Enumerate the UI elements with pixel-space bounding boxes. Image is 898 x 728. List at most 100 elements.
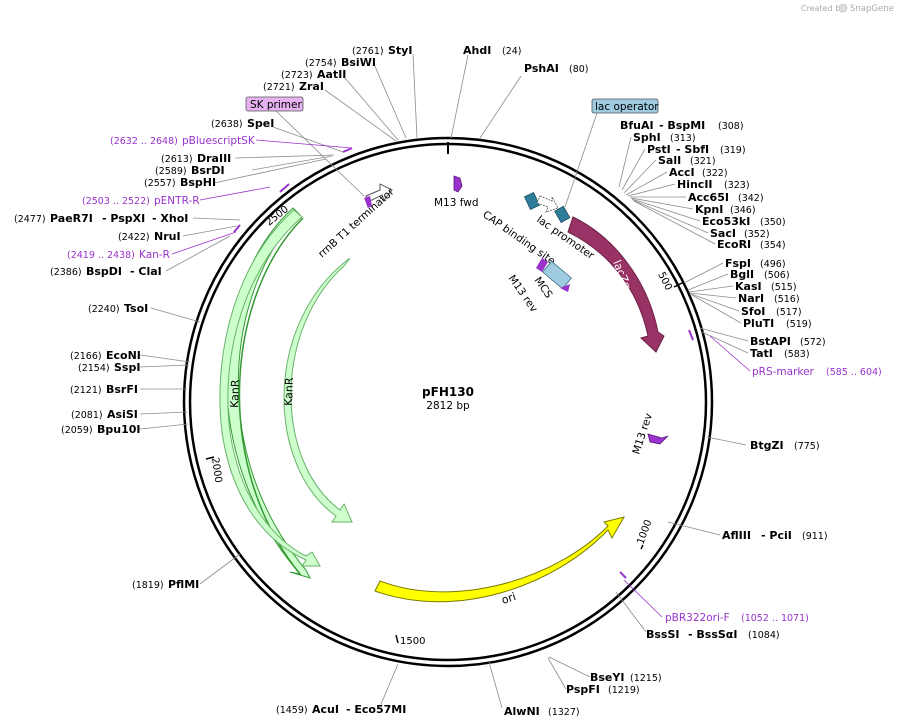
site-sali[interactable]: SalI(321): [658, 154, 716, 167]
site-kasi[interactable]: KasI(515): [735, 280, 797, 293]
svg-text:(80): (80): [569, 64, 589, 75]
svg-text:BspDI: BspDI: [86, 265, 122, 278]
site-nari[interactable]: NarI(516): [738, 292, 800, 305]
primer-pbluescriptsk[interactable]: (2632 .. 2648)pBluescriptSK: [110, 135, 256, 147]
site-hincii[interactable]: HincII (323): [677, 178, 750, 191]
site-afliii[interactable]: AflIII- PciI(911): [722, 529, 828, 542]
site-styi[interactable]: (2761)StyI: [352, 44, 412, 57]
site-asisi[interactable]: (2081)AsiSI: [71, 408, 138, 421]
site-pshai[interactable]: PshAI (80): [524, 62, 589, 75]
site-tati[interactable]: TatI(583): [750, 347, 810, 360]
primer-pentr-r[interactable]: (2503 .. 2522)pENTR-R: [82, 195, 200, 207]
svg-text:(350): (350): [760, 217, 786, 228]
site-bsrfi[interactable]: (2121) BsrFI: [70, 383, 138, 396]
site-bsrdi[interactable]: (2589)BsrDI: [155, 164, 225, 177]
site-paer7i[interactable]: (2477)PaeR7I- PspXI- XhoI: [14, 212, 188, 225]
svg-text:Kan-R: Kan-R: [139, 249, 170, 261]
svg-text:HincII: HincII: [677, 178, 713, 191]
kanr-body-arrow[interactable]: [219, 209, 321, 567]
site-eco53ki[interactable]: Eco53kI(350): [702, 215, 786, 228]
primer-pbr322ori-f[interactable]: pBR322ori-F(1052 .. 1071): [665, 612, 809, 624]
ori-arrow[interactable]: [374, 516, 626, 603]
site-bgli[interactable]: BglI(506): [730, 268, 790, 281]
site-acc65i[interactable]: Acc65I(342): [688, 191, 764, 204]
site-bsssi[interactable]: BssSI- BssSαI(1084): [646, 628, 780, 641]
site-acci[interactable]: AccI(322): [669, 166, 728, 179]
site-kpni[interactable]: KpnI(346): [695, 203, 756, 216]
site-zrai[interactable]: (2721)ZraI: [263, 80, 324, 93]
rrnb-terminator-arrow[interactable]: [365, 183, 393, 202]
site-bspdi[interactable]: (2386)BspDI- ClaI: [50, 265, 162, 278]
site-nrui[interactable]: (2422)NruI: [118, 230, 181, 243]
site-psti[interactable]: PstI- SbfI(319): [647, 143, 746, 156]
m13-rev-inner-primer-arrow[interactable]: [536, 258, 548, 272]
rrnb-primer-arrow[interactable]: [364, 196, 372, 208]
svg-text:BglI: BglI: [730, 268, 754, 281]
lac-promoter-arrow[interactable]: [536, 195, 559, 213]
site-bpu10i[interactable]: (2059)Bpu10I: [61, 423, 141, 436]
svg-text:TatI: TatI: [750, 347, 773, 360]
svg-text:(2154): (2154): [78, 363, 110, 374]
mcs-box[interactable]: [541, 260, 573, 290]
site-bfuai[interactable]: BfuAI- BspMI(308): [620, 119, 744, 132]
site-alwni[interactable]: AlwNI(1327): [504, 705, 580, 718]
svg-text:(323): (323): [724, 180, 750, 191]
svg-text:(2557): (2557): [144, 178, 176, 189]
svg-text:(496): (496): [760, 259, 786, 270]
svg-text:(2761): (2761): [352, 46, 384, 57]
cap-binding-site-box[interactable]: [523, 192, 541, 210]
site-bsiwi[interactable]: (2754)BsiWI: [305, 56, 376, 69]
lacza-arrow[interactable]: [567, 216, 665, 353]
kanr-inner-arrow[interactable]: [283, 257, 353, 523]
svg-text:BsrFI: BsrFI: [106, 383, 138, 396]
m13-rev-inner-primer-arrow-2[interactable]: [560, 284, 570, 292]
site-acui[interactable]: (1459)AcuI- Eco57MI: [276, 703, 406, 716]
primer-prs-marker[interactable]: pRS-marker(585 .. 604): [752, 366, 882, 378]
site-fspi[interactable]: FspI(496): [725, 257, 786, 270]
svg-text:PstI: PstI: [647, 143, 671, 156]
m13-fwd-primer-arrow[interactable]: [453, 175, 463, 193]
site-bseyi[interactable]: BseYI(1215): [590, 671, 662, 684]
site-draiii[interactable]: (2613)DraIII: [161, 152, 231, 165]
svg-text:AcuI: AcuI: [312, 703, 339, 716]
svg-text:Bpu10I: Bpu10I: [97, 423, 141, 436]
site-aatii[interactable]: (2723)AatII: [281, 68, 346, 81]
svg-text:(517): (517): [776, 307, 802, 318]
svg-text:SalI: SalI: [658, 154, 681, 167]
site-ecori[interactable]: EcoRI(354): [717, 238, 786, 251]
kanr-inner-label: KanR: [282, 377, 296, 406]
m13-rev-right-primer-arrow[interactable]: [647, 433, 669, 445]
svg-text:(2121): (2121): [70, 385, 102, 396]
primer-kan-r[interactable]: (2419 .. 2438) Kan-R: [67, 249, 170, 261]
site-bsphi[interactable]: (2557)BspHI: [144, 176, 216, 189]
site-pluti[interactable]: PluTI(519): [743, 317, 812, 330]
svg-text:DraIII: DraIII: [197, 152, 231, 165]
svg-text:PshAI: PshAI: [524, 62, 559, 75]
svg-text:(354): (354): [760, 240, 786, 251]
site-sphi[interactable]: SphI(313): [633, 131, 696, 144]
site-sspi[interactable]: (2154)SspI: [78, 361, 140, 374]
sk-primer-box[interactable]: [245, 96, 304, 112]
svg-text:pBluescriptSK: pBluescriptSK: [182, 135, 256, 147]
svg-text:SphI: SphI: [633, 131, 661, 144]
tick-1000: 1000: [635, 518, 654, 546]
svg-text:(2240): (2240): [88, 304, 120, 315]
site-spei[interactable]: (2638)SpeI: [211, 117, 274, 130]
site-saci[interactable]: SacI(352): [710, 227, 770, 240]
lac-operator-label-box[interactable]: [591, 98, 659, 114]
svg-text:(2419 .. 2438): (2419 .. 2438): [67, 250, 135, 261]
snapgene-label: SnapGene: [850, 4, 894, 14]
site-tsoi[interactable]: (2240)TsoI: [88, 302, 148, 315]
site-ahdi[interactable]: AhdI(24): [463, 44, 522, 57]
lac-operator-box[interactable]: [554, 205, 571, 224]
site-pflmi[interactable]: (1819)PflMI: [132, 578, 199, 591]
site-pspfi[interactable]: PspFI(1219): [566, 683, 640, 696]
site-bstapi[interactable]: BstAPI(572): [750, 335, 826, 348]
site-sfoi[interactable]: SfoI (517): [741, 305, 802, 318]
svg-text:(2754): (2754): [305, 58, 337, 69]
site-econi[interactable]: (2166)EcoNI: [70, 349, 141, 362]
svg-text:- ClaI: - ClaI: [130, 265, 162, 278]
svg-text:AccI: AccI: [669, 166, 695, 179]
svg-text:SfoI: SfoI: [741, 305, 765, 318]
site-btgzi[interactable]: BtgZI(775): [750, 439, 820, 452]
